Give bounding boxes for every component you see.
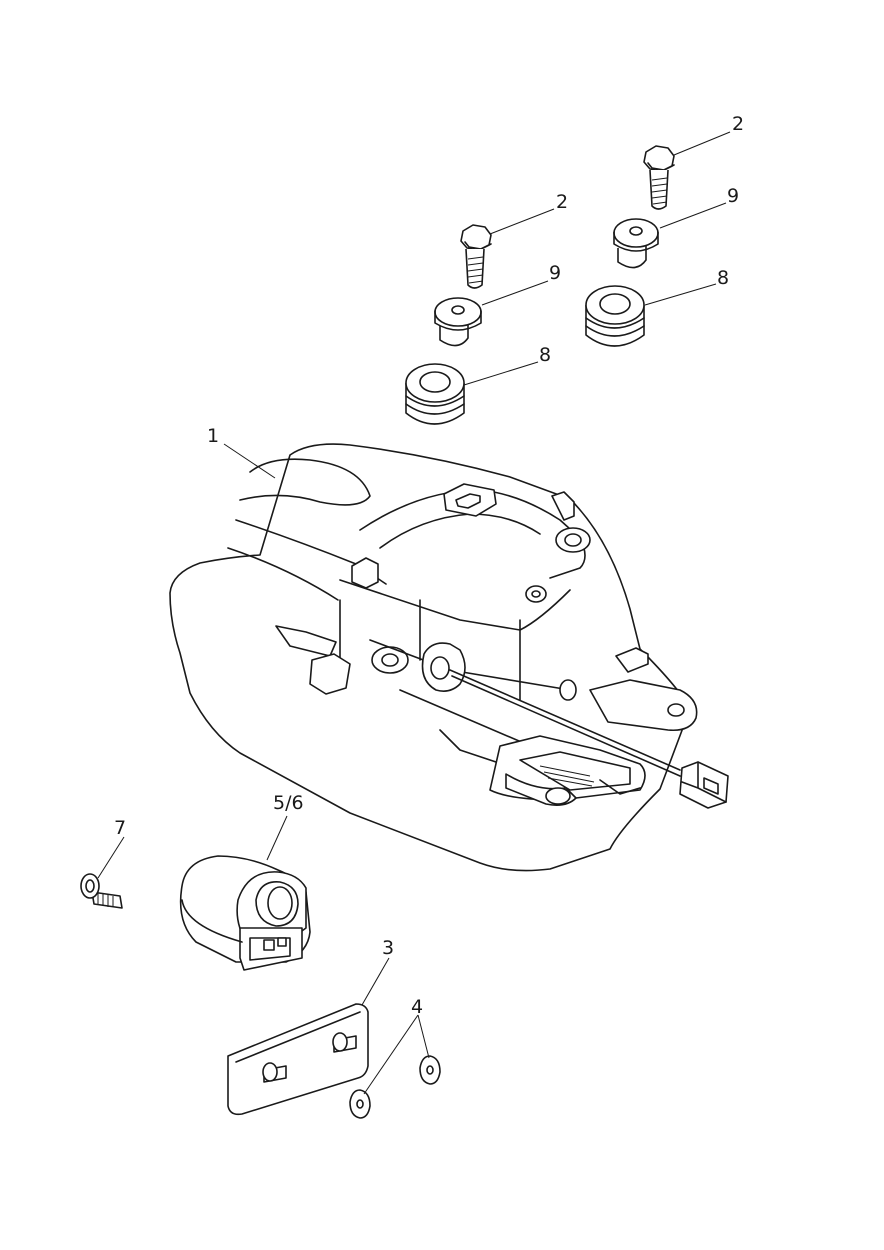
part-8-grommet-left bbox=[405, 363, 465, 425]
part-8-grommet-right bbox=[585, 285, 645, 347]
callout-2-right: 2 bbox=[732, 113, 745, 135]
callout-2-left: 2 bbox=[556, 191, 569, 213]
part-7-screw bbox=[80, 873, 123, 909]
leader-8-right bbox=[644, 283, 717, 306]
part-9-bushing-right bbox=[613, 218, 659, 269]
leader-9-right bbox=[659, 202, 727, 229]
leader-4-a bbox=[363, 1014, 419, 1095]
callout-5-6: 5/6 bbox=[273, 792, 304, 814]
leader-2-left bbox=[489, 208, 555, 235]
leader-1 bbox=[223, 443, 276, 479]
part-2-bolt-right bbox=[643, 145, 675, 210]
callout-4: 4 bbox=[411, 996, 424, 1018]
part-5-6-plate-lamp bbox=[179, 855, 311, 971]
part-4-nuts bbox=[349, 1055, 441, 1119]
callout-7: 7 bbox=[114, 817, 127, 839]
leader-9-left bbox=[481, 280, 549, 306]
callout-9-left: 9 bbox=[549, 262, 562, 284]
leader-2-right bbox=[673, 131, 731, 156]
leader-4-b bbox=[417, 1014, 430, 1059]
callout-3: 3 bbox=[382, 937, 395, 959]
part-2-bolt-left bbox=[460, 224, 492, 289]
callout-8-right: 8 bbox=[717, 267, 730, 289]
leader-7 bbox=[97, 836, 125, 879]
leader-5-6 bbox=[266, 815, 288, 861]
callout-8-left: 8 bbox=[539, 344, 552, 366]
part-9-bushing-left bbox=[434, 297, 482, 347]
leader-lines bbox=[97, 131, 731, 1095]
callout-1: 1 bbox=[207, 425, 220, 447]
leader-3 bbox=[361, 957, 390, 1006]
part-3-backing-plate bbox=[227, 1003, 369, 1116]
leader-8-left bbox=[463, 361, 539, 386]
part-1-mudguard-assembly bbox=[169, 443, 729, 872]
callout-9-right: 9 bbox=[727, 185, 740, 207]
